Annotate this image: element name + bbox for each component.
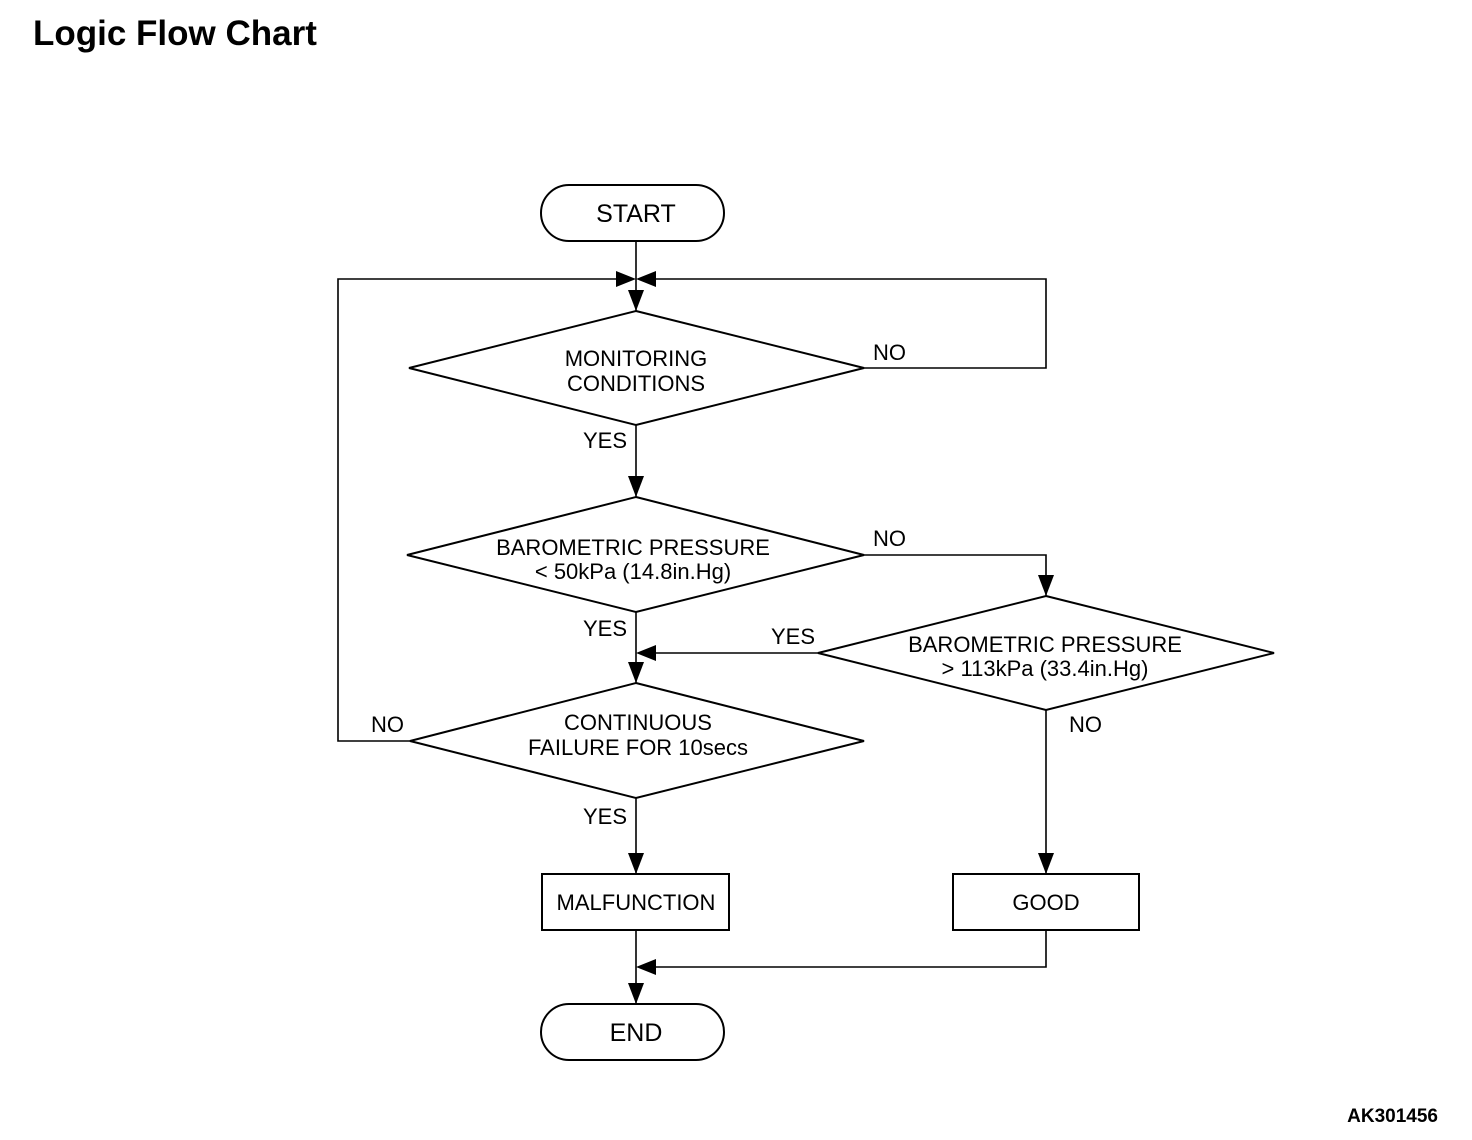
barometric-pressure-low-decision: BAROMETRIC PRESSURE < 50kPa (14.8in.Hg) [406,495,865,614]
monitoring-conditions-decision: MONITORING CONDITIONS [408,309,865,427]
edge-monitoring-no-loop [645,278,1047,369]
continuous-label-line1: CONTINUOUS [564,710,712,735]
monitoring-yes-label: YES [583,428,627,453]
monitoring-label-line1: MONITORING [565,346,708,371]
malfunction-box: MALFUNCTION [541,873,730,931]
start-label: START [596,200,676,228]
end-label: END [610,1019,663,1047]
edge-baro-low-no [864,554,1047,596]
monitoring-no-label: NO [873,340,906,365]
arrowhead-to-continuous [628,662,644,683]
good-box: GOOD [952,873,1140,931]
continuous-yes-label: YES [583,804,627,829]
baro-low-label-line1: BAROMETRIC PRESSURE [496,535,770,560]
malfunction-label: MALFUNCTION [557,890,716,915]
arrowhead-merge-right [636,271,656,287]
continuous-label-line2: FAILURE FOR 10secs [528,735,748,760]
continuous-failure-decision: CONTINUOUS FAILURE FOR 10secs [409,681,865,800]
arrowhead-to-good [1038,853,1054,874]
start-node: START [540,184,725,242]
arrowhead-to-baro-high [1038,575,1054,596]
edge-good-to-end [645,930,1047,968]
page-title: Logic Flow Chart [33,14,317,53]
good-label: GOOD [1012,890,1079,915]
baro-low-no-label: NO [873,526,906,551]
baro-high-label-line1: BAROMETRIC PRESSURE [908,632,1182,657]
baro-high-no-label: NO [1069,712,1102,737]
monitoring-label-line2: CONDITIONS [567,371,705,396]
baro-high-label-line2: > 113kPa (33.4in.Hg) [942,656,1149,681]
arrowhead-to-monitoring [628,290,644,311]
arrowhead-merge-left [616,271,636,287]
barometric-pressure-high-decision: BAROMETRIC PRESSURE > 113kPa (33.4in.Hg) [817,594,1275,712]
continuous-no-label: NO [371,712,404,737]
arrowhead-good-merge [636,959,656,975]
arrowhead-to-end [628,983,644,1004]
arrowhead-to-malfunction [628,853,644,874]
figure-id: AK301456 [1347,1106,1438,1127]
baro-low-label-line2: < 50kPa (14.8in.Hg) [535,559,731,584]
end-node: END [540,1003,725,1061]
arrowhead-baro-high-yes [636,645,656,661]
arrowhead-to-baro-low [628,476,644,497]
baro-low-yes-label: YES [583,616,627,641]
baro-high-yes-label: YES [771,624,815,649]
edge-continuous-no-loop [337,278,627,742]
